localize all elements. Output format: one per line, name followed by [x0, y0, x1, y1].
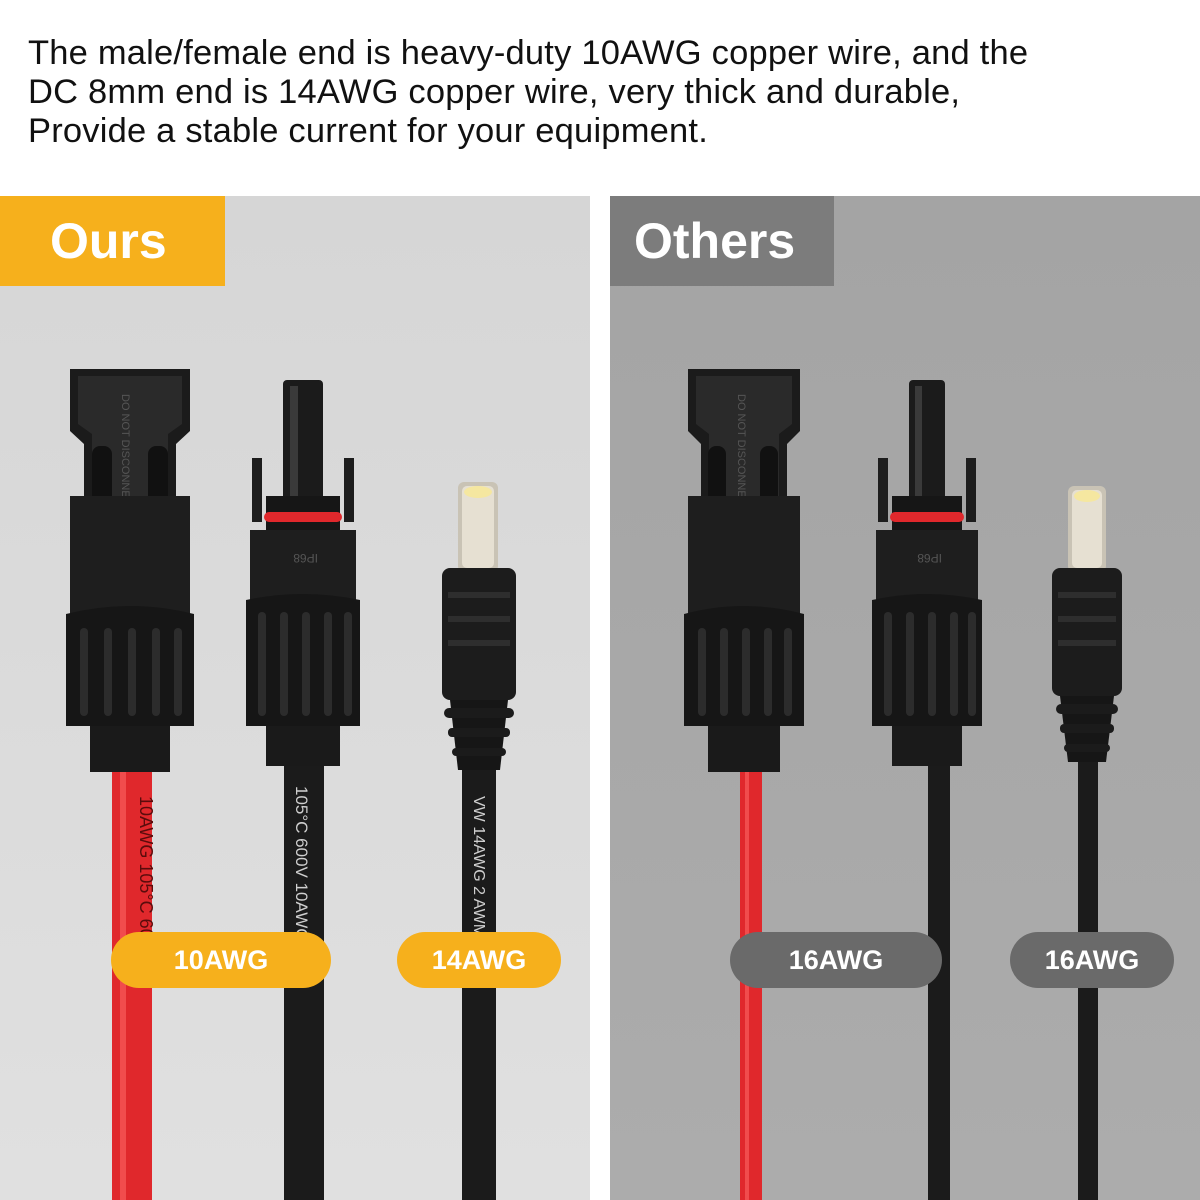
caption-text: The male/female end is heavy-duty 10AWG …	[28, 34, 1178, 151]
others-badge-16awg-left-label: 16AWG	[788, 944, 884, 975]
others-tab: Others	[610, 196, 834, 286]
others-badge-16awg-right: 16AWG	[1010, 932, 1174, 988]
ours-badge-14awg-label: 14AWG	[431, 944, 527, 975]
male-connector: IP68	[246, 380, 360, 766]
dc-wire-print: VW 14AWG 2 AWM 5814	[470, 796, 487, 977]
others-male-ip68-print: IP68	[917, 551, 942, 565]
red-wire-print: 10AWG 105°C 600V	[136, 796, 156, 961]
caption-line-3: Provide a stable current for your equipm…	[28, 112, 708, 150]
male-ip68-print: IP68	[293, 551, 318, 565]
others-cable-illustration: DO NOT DISCONNECT UNDER LOAD IP68 IP68	[684, 369, 1122, 1200]
others-badge-16awg-left: 16AWG	[730, 932, 942, 988]
others-badge-16awg-right-label: 16AWG	[1044, 944, 1140, 975]
caption-line-2: DC 8mm end is 14AWG copper wire, very th…	[28, 73, 961, 111]
others-black-wire	[928, 756, 950, 1200]
ours-badge-10awg: 10AWG	[111, 932, 331, 988]
ours-tab: Ours	[0, 196, 225, 286]
others-panel: DO NOT DISCONNECT UNDER LOAD IP68 IP68	[610, 196, 1200, 1200]
others-label: Others	[634, 213, 796, 269]
ours-cable-illustration: 10AWG 105°C 600V DO NOT DISCONNECT UNDER…	[66, 369, 516, 1200]
ours-label: Ours	[50, 213, 167, 269]
others-female-connector: DO NOT DISCONNECT UNDER LOAD IP68	[684, 369, 804, 772]
others-male-connector: IP68	[872, 380, 982, 766]
others-dc-plug	[1052, 486, 1122, 762]
ours-badge-10awg-label: 10AWG	[173, 944, 269, 975]
ours-panel: 10AWG 105°C 600V DO NOT DISCONNECT UNDER…	[0, 196, 590, 1200]
ours-badge-14awg: 14AWG	[397, 932, 561, 988]
caption-line-1: The male/female end is heavy-duty 10AWG …	[28, 34, 1029, 72]
dc-8mm-plug	[442, 482, 516, 770]
female-connector: DO NOT DISCONNECT UNDER LOAD IP68	[66, 369, 194, 772]
